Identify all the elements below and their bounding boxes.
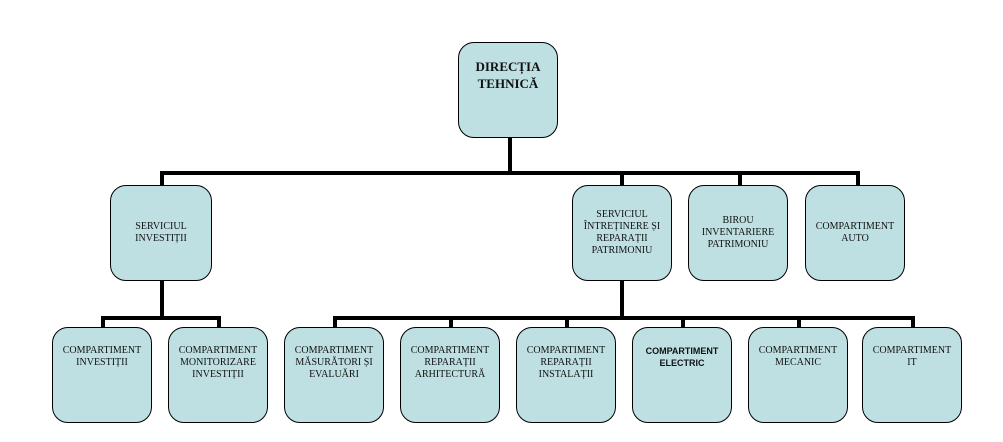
connector-to-serviciul-intretinere — [620, 171, 624, 186]
box-serviciul-intretinere-label: SERVICIUL ÎNTREȚINERE ȘI REPARAȚII PATRI… — [583, 209, 661, 256]
box-birou-inventariere: BIROU INVENTARIERE PATRIMONIU — [688, 185, 788, 281]
connector-to-compartiment-auto — [856, 171, 860, 186]
box-compartiment-monitorizare-investitii: COMPARTIMENT MONITORIZARE INVESTIȚII — [168, 327, 268, 423]
box-directia-tehnica: DIRECȚIA TEHNICĂ — [458, 42, 558, 138]
box-directia-tehnica-label: DIRECȚIA TEHNICĂ — [475, 59, 541, 91]
box-compartiment-electric: COMPARTIMENT ELECTRIC — [632, 327, 732, 423]
box-serviciul-investitii: SERVICIUL INVESTIȚII — [110, 185, 212, 281]
box-compartiment-it: COMPARTIMENT IT — [862, 327, 962, 423]
box-compartiment-mecanic: COMPARTIMENT MECANIC — [748, 327, 848, 423]
box-compartiment-monitorizare-investitii-label: COMPARTIMENT MONITORIZARE INVESTIȚII — [178, 345, 258, 380]
connector-investitii-down — [160, 280, 164, 318]
connector-to-compartiment-it — [911, 316, 915, 328]
box-compartiment-reparatii-instalatii: COMPARTIMENT REPARAȚII INSTALAȚII — [516, 327, 616, 423]
box-compartiment-investitii-label: COMPARTIMENT INVESTIȚII — [62, 345, 142, 368]
box-compartiment-reparatii-arhitectura: COMPARTIMENT REPARAȚII ARHITECTURĂ — [400, 327, 500, 423]
box-serviciul-intretinere: SERVICIUL ÎNTREȚINERE ȘI REPARAȚII PATRI… — [572, 185, 672, 281]
box-birou-inventariere-label: BIROU INVENTARIERE PATRIMONIU — [701, 215, 775, 250]
box-compartiment-electric-label: COMPARTIMENT ELECTRIC — [645, 346, 719, 368]
box-compartiment-mecanic-label: COMPARTIMENT MECANIC — [758, 345, 838, 368]
connector-root-down — [508, 136, 512, 173]
connector-to-serviciul-investitii — [160, 171, 164, 186]
connector-to-compartiment-monitorizare — [217, 316, 221, 328]
connector-to-compartiment-electric — [681, 316, 685, 328]
connector-to-compartiment-arhitectura — [449, 316, 453, 328]
box-compartiment-auto: COMPARTIMENT AUTO — [805, 185, 905, 281]
connector-to-birou-inventariere — [738, 171, 742, 186]
box-compartiment-masuratori: COMPARTIMENT MĂSURĂTORI ȘI EVALUĂRI — [284, 327, 384, 423]
connector-to-compartiment-instalatii — [565, 316, 569, 328]
box-compartiment-reparatii-arhitectura-label: COMPARTIMENT REPARAȚII ARHITECTURĂ — [410, 345, 490, 380]
box-serviciul-investitii-label: SERVICIUL INVESTIȚII — [135, 221, 187, 244]
box-compartiment-reparatii-instalatii-label: COMPARTIMENT REPARAȚII INSTALAȚII — [526, 345, 606, 380]
connector-to-compartiment-investitii — [101, 316, 105, 328]
connector-intretinere-down — [620, 280, 624, 318]
box-compartiment-investitii: COMPARTIMENT INVESTIȚII — [52, 327, 152, 423]
connector-to-compartiment-masuratori — [333, 316, 337, 328]
connector-intretinere-bus — [333, 316, 915, 320]
connector-level2-bus — [160, 171, 860, 175]
box-compartiment-auto-label: COMPARTIMENT AUTO — [815, 221, 895, 244]
box-compartiment-masuratori-label: COMPARTIMENT MĂSURĂTORI ȘI EVALUĂRI — [294, 345, 374, 380]
box-compartiment-it-label: COMPARTIMENT IT — [872, 345, 952, 368]
connector-to-compartiment-mecanic — [797, 316, 801, 328]
connector-investitii-bus — [101, 316, 221, 320]
